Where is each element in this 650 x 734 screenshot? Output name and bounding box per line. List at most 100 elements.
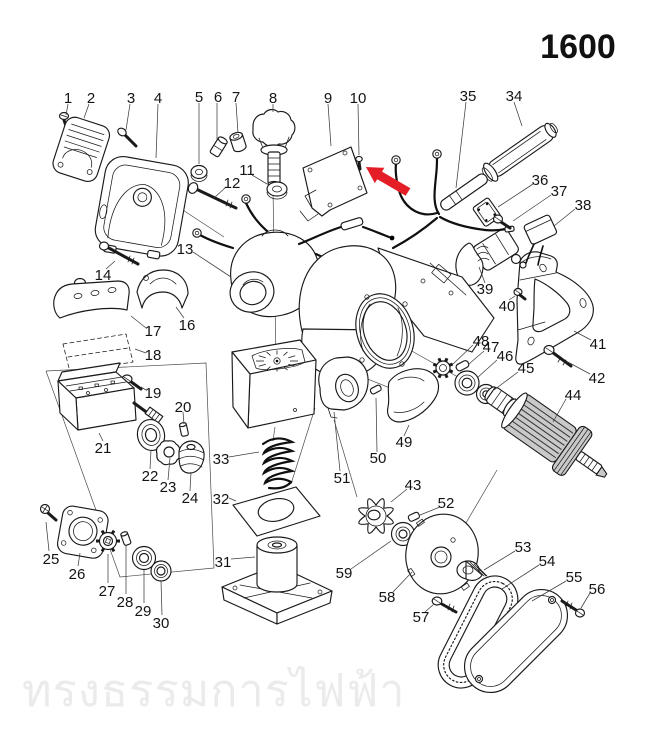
part-8-knob — [252, 108, 296, 188]
part-44-armature — [484, 386, 608, 478]
part-46-bearing — [454, 370, 480, 396]
leader-line-16 — [175, 306, 185, 319]
leader-line-10 — [357, 103, 360, 156]
part-label-44: 44 — [565, 387, 582, 404]
leader-line-18 — [134, 348, 147, 354]
part-57-screw — [431, 596, 458, 614]
leader-line-25 — [45, 521, 50, 552]
leader-line-58 — [392, 571, 413, 593]
part-47-pin — [455, 360, 470, 372]
leader-line-31 — [230, 556, 256, 560]
part-label-26: 26 — [69, 566, 86, 583]
part-label-45: 45 — [518, 360, 535, 377]
leader-line-20 — [182, 411, 185, 425]
leader-line-37 — [512, 194, 552, 222]
part-label-25: 25 — [43, 551, 60, 568]
part-23-flange-nut — [155, 440, 181, 466]
part-43-fan — [358, 498, 394, 534]
leader-line-3 — [125, 103, 131, 131]
leader-line-23 — [167, 457, 171, 481]
part-label-20: 20 — [175, 399, 192, 416]
leader-line-19 — [140, 386, 147, 391]
part-24-threaded-cap — [178, 440, 205, 474]
part-label-21: 21 — [95, 440, 112, 457]
part-label-13: 13 — [177, 241, 194, 258]
part-label-2: 2 — [87, 90, 95, 107]
part-40-screw — [513, 287, 527, 301]
part-39-switch-assembly — [455, 228, 527, 286]
part-22-washer — [136, 419, 166, 451]
leader-line-22 — [149, 449, 152, 470]
leader-line-54 — [501, 564, 540, 590]
part-label-58: 58 — [379, 589, 396, 606]
part-49-chip-deflector — [386, 368, 440, 423]
leader-line-7 — [235, 102, 239, 134]
part-label-51: 51 — [334, 470, 351, 487]
part-label-8: 8 — [269, 90, 277, 107]
leader-line-53 — [483, 550, 516, 571]
part-label-14: 14 — [95, 267, 112, 284]
part-label-17: 17 — [145, 323, 162, 340]
part-17-blade-clamp-plate — [53, 277, 130, 319]
leader-line-11 — [251, 174, 268, 185]
leader-line-12 — [213, 186, 227, 199]
part-55-belt-cover — [463, 588, 569, 694]
part-label-56: 56 — [589, 581, 606, 598]
part-3-screw — [117, 127, 138, 148]
part-label-41: 41 — [590, 336, 607, 353]
part-label-35: 35 — [460, 88, 477, 105]
part-label-59: 59 — [336, 565, 353, 582]
leader-line-48 — [452, 344, 474, 365]
page-title: 1600 — [540, 28, 616, 66]
part-50-pin — [369, 384, 382, 395]
part-label-55: 55 — [566, 569, 583, 586]
leader-line-36 — [497, 183, 534, 208]
part-label-4: 4 — [154, 90, 162, 107]
part-42-screw — [543, 344, 573, 368]
part-48-lock-washer — [432, 357, 454, 379]
part-label-53: 53 — [515, 539, 532, 556]
part-18-blade-outline — [62, 333, 134, 373]
pointer-arrow — [366, 167, 411, 196]
leader-line-30 — [160, 580, 163, 616]
leader-line-4 — [155, 103, 159, 159]
part-label-33: 33 — [213, 451, 230, 468]
main-housing — [231, 245, 495, 429]
part-label-23: 23 — [160, 479, 177, 496]
leader-line-55 — [531, 580, 567, 602]
leader-line-14 — [105, 260, 116, 270]
leader-line-59 — [350, 540, 392, 570]
part-label-6: 6 — [214, 89, 222, 106]
part-label-34: 34 — [506, 88, 523, 105]
part-35-lead-wires — [391, 149, 515, 250]
part-label-48: 48 — [473, 333, 490, 350]
part-52-pin — [407, 511, 421, 522]
part-20-pin — [178, 422, 189, 437]
part-9-cover-plate — [299, 146, 368, 222]
leader-line-34 — [513, 101, 523, 127]
leader-line-39 — [478, 266, 486, 284]
leader-line-17 — [130, 315, 147, 329]
leader-line-32 — [228, 497, 237, 502]
part-label-32: 32 — [213, 491, 230, 508]
leader-line-43 — [390, 488, 408, 503]
part-label-30: 30 — [153, 615, 170, 632]
leader-line-21 — [98, 432, 104, 442]
part-30-washer — [150, 560, 172, 582]
part-21-cutter-drum — [57, 362, 164, 431]
part-4-motor-housing-bell — [94, 156, 189, 260]
part-33-spring — [261, 437, 296, 490]
part-label-42: 42 — [589, 370, 606, 387]
part-label-54: 54 — [539, 553, 556, 570]
leader-line-44 — [552, 398, 567, 423]
part-label-31: 31 — [215, 554, 232, 571]
leader-line-51 — [333, 411, 341, 472]
part-label-16: 16 — [179, 317, 196, 334]
leader-line-33 — [228, 451, 260, 458]
part-37-screw — [492, 214, 512, 230]
part-56-screw — [560, 599, 586, 618]
part-14-bolt — [98, 241, 140, 266]
